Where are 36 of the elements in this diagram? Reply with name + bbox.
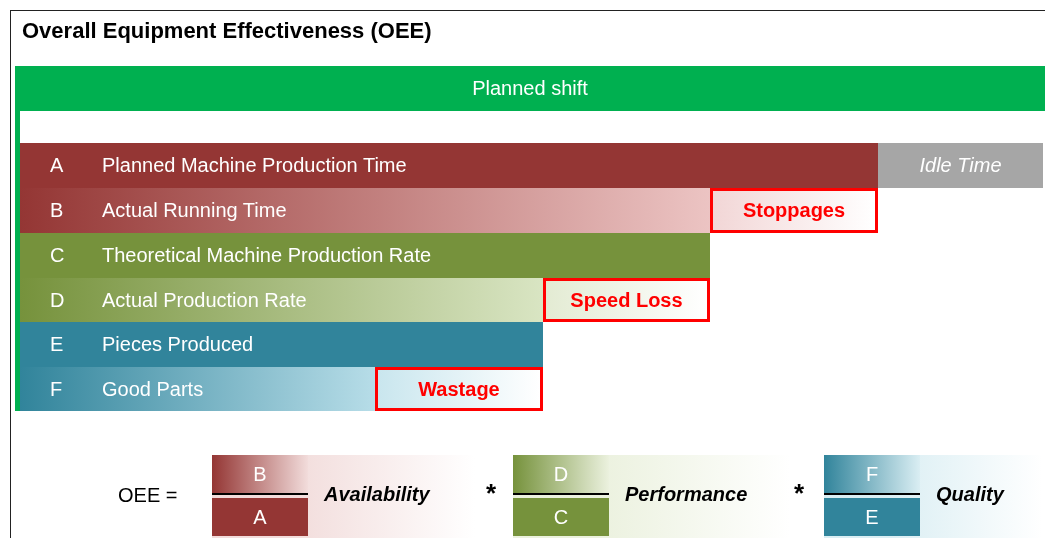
denominator-cell: E xyxy=(824,498,920,536)
formula-label: OEE = xyxy=(118,484,178,507)
row-letter: D xyxy=(50,288,65,313)
denominator-cell: C xyxy=(513,498,609,536)
time-bar xyxy=(20,233,710,278)
shift-band: Planned shift xyxy=(15,66,1045,111)
bar-label: Actual Production Rate xyxy=(102,288,307,313)
numerator-cell: D xyxy=(513,455,609,493)
loss-box: Wastage xyxy=(375,367,543,411)
bar-label: Actual Running Time xyxy=(102,198,287,223)
loss-box: Stoppages xyxy=(710,188,878,233)
row-letter: C xyxy=(50,243,65,268)
bar-label: Planned Machine Production Time xyxy=(102,153,407,178)
time-bar xyxy=(20,278,543,322)
multiply-sign: * xyxy=(794,478,805,509)
bar-label: Pieces Produced xyxy=(102,332,254,357)
time-bar xyxy=(20,188,710,233)
time-bar xyxy=(20,367,375,411)
numerator-cell: B xyxy=(212,455,308,493)
time-bar xyxy=(20,322,543,367)
bar-label: Theoretical Machine Production Rate xyxy=(102,243,432,268)
bar-label: Good Parts xyxy=(102,377,204,402)
numerator-cell: F xyxy=(824,455,920,493)
title: Overall Equipment Effectiveness (OEE) xyxy=(22,18,432,44)
idle-time-box: Idle Time xyxy=(878,143,1043,188)
time-bar xyxy=(20,143,878,188)
multiply-sign: * xyxy=(486,478,497,509)
ratio-name: Availability xyxy=(324,483,430,506)
ratio-name: Performance xyxy=(625,483,748,506)
row-letter: F xyxy=(50,377,63,402)
row-letter: A xyxy=(50,153,64,178)
row-letter: B xyxy=(50,198,64,223)
loss-box: Speed Loss xyxy=(543,278,710,322)
ratio-name: Quality xyxy=(936,483,1004,506)
row-letter: E xyxy=(50,332,64,357)
denominator-cell: A xyxy=(212,498,308,536)
